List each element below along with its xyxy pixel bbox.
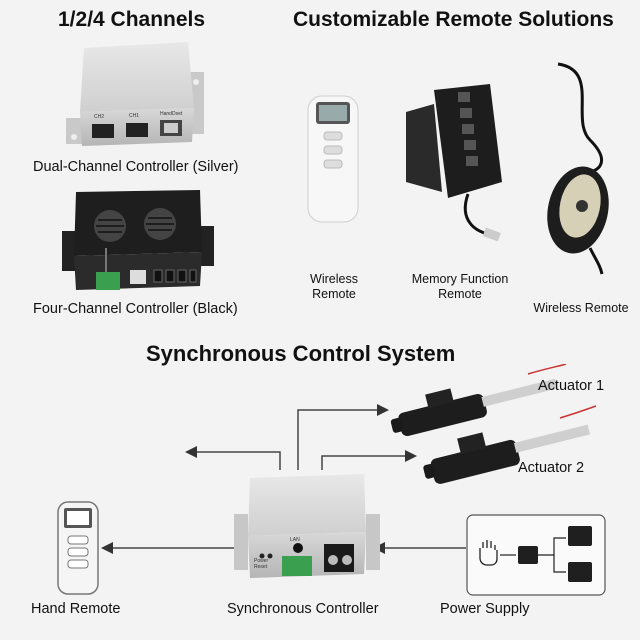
actuator-1-label: Actuator 1 [538, 378, 605, 394]
memory-remote-label: Memory Function Remote [400, 272, 520, 302]
power-supply-label: Power Supply [440, 601, 530, 617]
wireless-remote-label: Wireless Remote [300, 272, 368, 302]
dual-controller-label: Dual-Channel Controller (Silver) [33, 159, 239, 175]
controller-port-reset: Reset [254, 564, 268, 570]
heading-remote-solutions: Customizable Remote Solutions [293, 8, 614, 31]
hand-touch-icon [479, 540, 498, 566]
puck-remote-image [540, 60, 630, 280]
memory-remote-label-line1: Memory Function [411, 272, 509, 286]
port-label-ch2: CH2 [94, 114, 105, 120]
actuator-1-image [388, 364, 568, 436]
memory-remote-label-line2: Remote [438, 287, 482, 301]
controller-port-power: Power [254, 558, 269, 564]
port-label-handset: HandDset [160, 111, 183, 117]
hand-remote-image [56, 500, 100, 596]
four-controller-label: Four-Channel Controller (Black) [33, 301, 238, 317]
port-label-ch1: CH1 [129, 113, 140, 119]
hand-remote-label: Hand Remote [31, 601, 121, 617]
power-supply-diagram [466, 514, 606, 596]
sync-controller-label: Synchronous Controller [227, 601, 379, 617]
puck-remote-label: Wireless Remote [533, 301, 629, 315]
sync-controller-image: LAN Power Reset [232, 474, 382, 584]
memory-remote-image [398, 82, 528, 252]
wireless-remote-label-line2: Remote [312, 287, 356, 301]
wireless-remote-label-line1: Wireless [310, 272, 358, 286]
dual-channel-controller-image: CH2 CH1 HandDset [60, 40, 210, 155]
wireless-remote-image [306, 94, 360, 224]
actuator-2-image [420, 404, 600, 484]
heading-channels: 1/2/4 Channels [58, 8, 206, 31]
four-channel-controller-image [60, 186, 215, 296]
heading-sync-system: Synchronous Control System [146, 341, 456, 366]
actuator-2-label: Actuator 2 [518, 460, 585, 476]
controller-port-lan: LAN [290, 537, 300, 543]
